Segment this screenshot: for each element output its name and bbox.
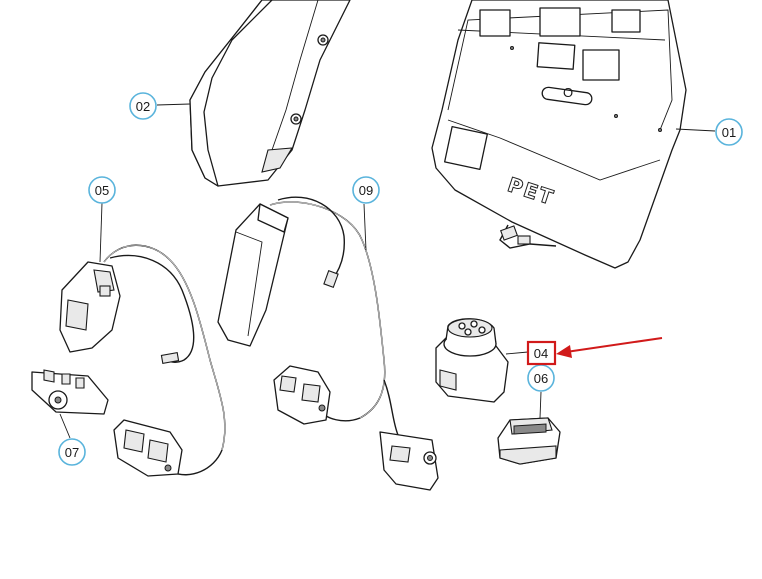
callout-label: 01 xyxy=(722,125,736,140)
callout-label: 06 xyxy=(534,371,548,386)
part-01-pet-panel[interactable]: O PET xyxy=(431,0,687,269)
callout-06[interactable]: 06 xyxy=(527,364,555,392)
callout-label: 09 xyxy=(359,183,373,198)
callout-02[interactable]: 02 xyxy=(129,92,157,120)
callout-label: 04 xyxy=(534,346,548,361)
callout-label: 02 xyxy=(136,99,150,114)
callout-04-highlighted[interactable]: 04 xyxy=(526,340,557,366)
callout-01[interactable]: 01 xyxy=(715,118,743,146)
part-09-harness[interactable] xyxy=(217,196,439,491)
part-04-rotary-switch[interactable] xyxy=(435,318,509,403)
callout-07[interactable]: 07 xyxy=(58,438,86,466)
part-05-harness[interactable] xyxy=(59,244,226,477)
highlight-arrow-icon xyxy=(556,337,663,358)
panel-slot-text: O xyxy=(563,85,573,100)
callout-05[interactable]: 05 xyxy=(88,176,116,204)
part-06-rocker-switch[interactable] xyxy=(497,417,561,465)
part-07-switch-bar[interactable] xyxy=(31,369,109,415)
callout-label: 07 xyxy=(65,445,79,460)
part-02-side-trim[interactable] xyxy=(189,0,351,187)
callout-09[interactable]: 09 xyxy=(352,176,380,204)
callout-label: 05 xyxy=(95,183,109,198)
